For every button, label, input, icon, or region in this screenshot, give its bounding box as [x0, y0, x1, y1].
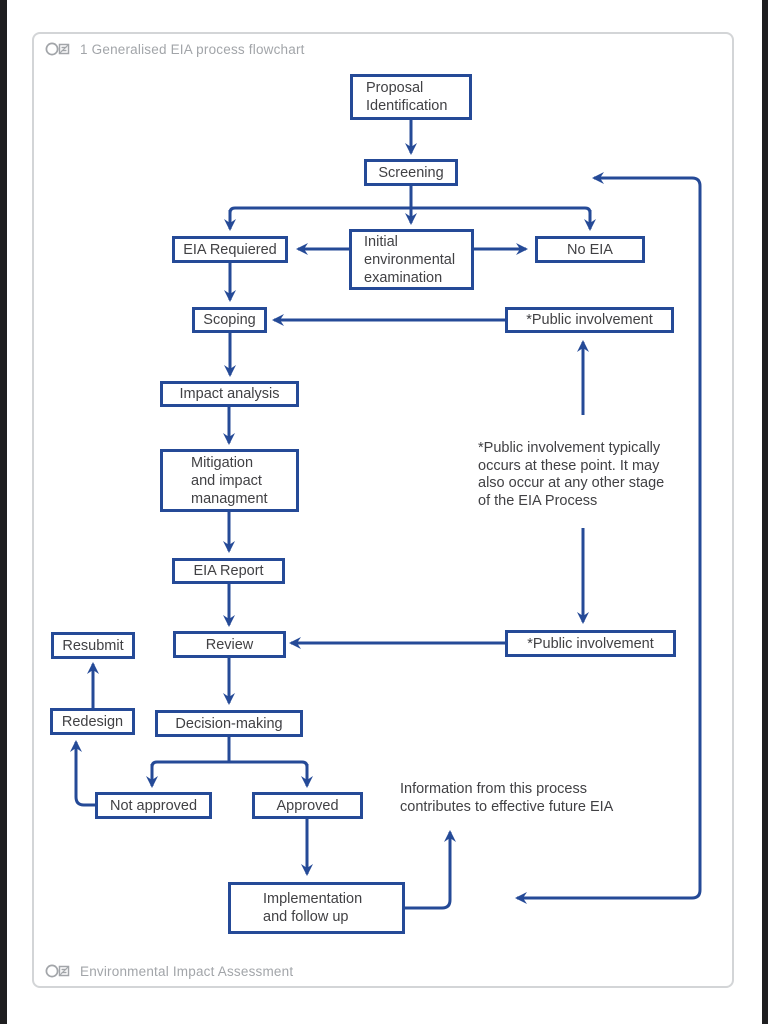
flowchart-node-public-involvement-top: *Public involvement [505, 307, 674, 333]
figure-caption: 1 Generalised EIA process flowchart [80, 41, 305, 57]
right-edge-strip [762, 0, 768, 1024]
flowchart-node-initial-environmental-examination: Initial environmental examination [349, 229, 474, 290]
flowchart-node-no-eia: No EIA [535, 236, 645, 263]
figure-header: 1 Generalised EIA process flowchart [45, 41, 305, 57]
flowchart-node-decision-making: Decision-making [155, 710, 303, 737]
flowchart-node-redesign: Redesign [50, 708, 135, 735]
flowchart-node-public-involvement-bottom: *Public involvement [505, 630, 676, 657]
flowchart-node-screening: Screening [364, 159, 458, 186]
flowchart-note-future-eia-note: Information from this process contribute… [400, 781, 614, 815]
flowchart-node-scoping: Scoping [192, 307, 267, 333]
figure-footer: Environmental Impact Assessment [45, 963, 293, 979]
flowchart-node-approved: Approved [252, 792, 363, 819]
flowchart-node-impact-analysis: Impact analysis [160, 381, 299, 407]
flowchart-node-eia-requiered: EIA Requiered [172, 236, 288, 263]
flowchart-node-implementation-and-follow-up: Implementation and follow up [228, 882, 405, 934]
flowchart-node-eia-report: EIA Report [172, 558, 285, 584]
page-placeholder-icon [45, 42, 70, 56]
flowchart-node-mitigation-and-impact-managment: Mitigation and impact managment [160, 449, 299, 512]
flowchart-note-public-involvement-note: *Public involvement typically occurs at … [478, 440, 665, 509]
flowchart-node-not-approved: Not approved [95, 792, 212, 819]
flowchart-node-resubmit: Resubmit [51, 632, 135, 659]
flowchart-node-review: Review [173, 631, 286, 658]
left-edge-strip [0, 0, 7, 1024]
flowchart-node-proposal-identification: Proposal Identification [350, 74, 472, 120]
figure-source-label: Environmental Impact Assessment [80, 963, 294, 979]
page-placeholder-icon [45, 964, 70, 978]
